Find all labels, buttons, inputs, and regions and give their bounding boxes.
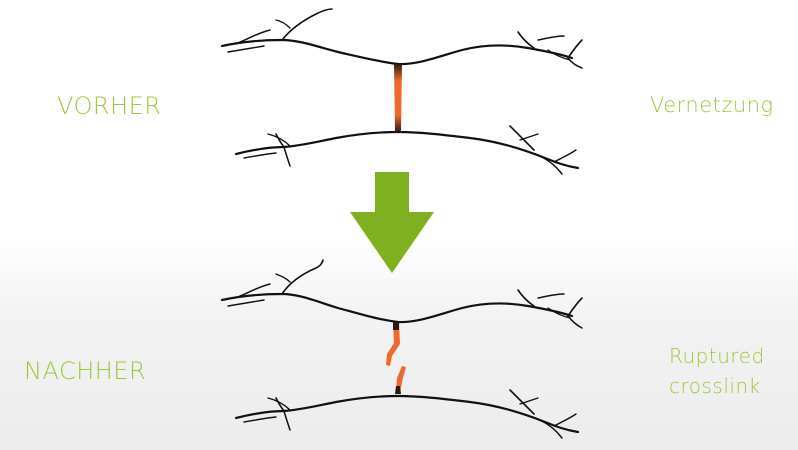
crosslink-intact bbox=[394, 64, 402, 132]
ruptured-crosslink-label: Ruptured crosslink bbox=[669, 341, 789, 401]
crosslink-ruptured bbox=[386, 322, 406, 394]
fiber-top-before bbox=[220, 8, 583, 69]
fiber-bottom-after bbox=[234, 389, 580, 439]
ruptured-label-line2: crosslink bbox=[669, 374, 761, 398]
down-arrow-icon bbox=[350, 172, 434, 273]
crosslink-label: Vernetzung bbox=[650, 93, 774, 117]
before-label: VORHER bbox=[57, 92, 162, 120]
fiber-bottom-before bbox=[234, 125, 580, 175]
ruptured-label-line1: Ruptured bbox=[669, 344, 765, 368]
fiber-top-after bbox=[220, 259, 583, 329]
after-label: NACHHER bbox=[24, 357, 147, 385]
